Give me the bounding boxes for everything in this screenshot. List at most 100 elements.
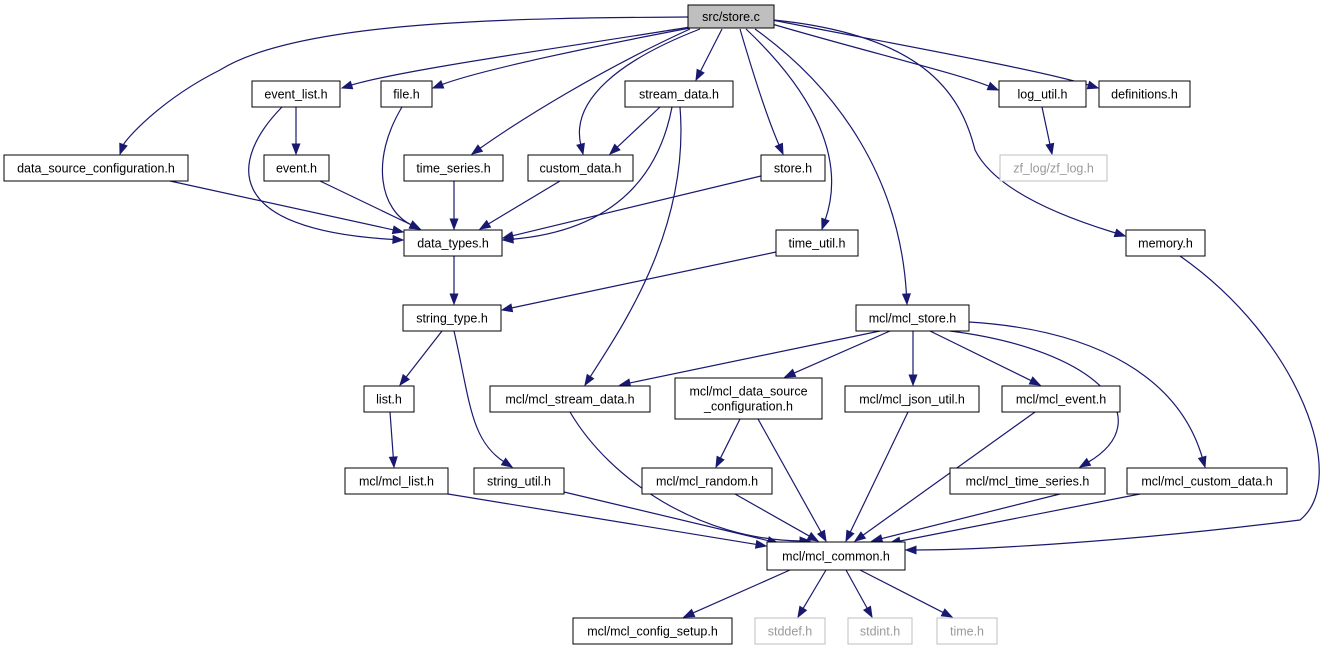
node-store-h[interactable]: store.h: [760, 154, 826, 182]
node-label: mcl/mcl_json_util.h: [859, 393, 965, 407]
edge-line: [861, 411, 1036, 537]
edge-line: [754, 28, 908, 296]
node-mcl-store-h[interactable]: mcl/mcl_store.h: [855, 304, 970, 332]
node-label: event.h: [276, 162, 317, 176]
node-mcl-json-util-h[interactable]: mcl/mcl_json_util.h: [844, 385, 980, 413]
node-label: file.h: [393, 88, 419, 102]
node-string-util-h[interactable]: string_util.h: [473, 467, 565, 495]
node-time-h: time.h: [936, 617, 998, 645]
edge-mcl_random_h-to-mcl_common_h: [734, 493, 820, 542]
node-src-store-c[interactable]: src/store.c: [687, 4, 775, 29]
node-label: string_type.h: [416, 312, 488, 326]
node-label: data_source_configuration.h: [17, 162, 175, 176]
edge-line: [771, 23, 990, 88]
node-mcl-list-h[interactable]: mcl/mcl_list.h: [344, 467, 449, 495]
edge-src_store_c-to-time_util_h: [745, 28, 833, 231]
node-mcl-stream-data-h[interactable]: mcl/mcl_stream_data.h: [489, 385, 651, 413]
arrowhead: [783, 368, 797, 378]
node-label: mcl/mcl_store.h: [869, 312, 957, 326]
edge-line: [745, 28, 833, 221]
arrowhead: [845, 529, 855, 543]
edge-line: [319, 180, 413, 226]
edge-line: [880, 493, 1061, 540]
edge-time_util_h-to-string_type_h: [500, 251, 777, 313]
edge-event_list_h-to-data_types_h: [248, 106, 405, 244]
node-label: event_list.h: [264, 88, 327, 102]
node-mcl-random-h[interactable]: mcl/mcl_random.h: [641, 467, 773, 495]
node-box: [3, 154, 189, 182]
edge-line: [1041, 106, 1051, 146]
edge-line: [453, 330, 505, 463]
edge-mcl_store_h-to-mcl_custom_data_h: [968, 321, 1207, 469]
node-definitions-h[interactable]: definitions.h: [1098, 80, 1191, 108]
node-zf-log-h: zf_log/zf_log.h: [999, 154, 1108, 182]
node-label: mcl/mcl_common.h: [782, 550, 890, 564]
node-box: [674, 377, 823, 420]
node-label: time.h: [950, 625, 984, 639]
node-label: stddef.h: [768, 625, 813, 639]
node-box: [855, 304, 970, 332]
arrowhead: [901, 293, 911, 306]
node-log-util-h[interactable]: log_util.h: [998, 80, 1087, 108]
node-box: [251, 80, 341, 108]
arrowhead: [399, 373, 411, 387]
edge-line: [929, 330, 1033, 382]
node-data-types-h[interactable]: data_types.h: [403, 229, 503, 257]
node-string-type-h[interactable]: string_type.h: [402, 304, 502, 332]
node-data-source-configuration-h[interactable]: data_source_configuration.h: [3, 154, 189, 182]
edge-log_util_h-to-zf_log_h: [1041, 106, 1055, 156]
node-mcl-time-series-h[interactable]: mcl/mcl_time_series.h: [949, 467, 1106, 495]
edge-line: [122, 16, 689, 146]
node-memory-h[interactable]: memory.h: [1125, 229, 1206, 257]
edge-line: [389, 411, 394, 459]
node-event-list-h[interactable]: event_list.h: [251, 80, 341, 108]
node-box: [1125, 229, 1206, 257]
edge-mcl_data_source_configuration_h-to-mcl_random_h: [715, 418, 741, 469]
node-box: [766, 541, 906, 571]
node-mcl-event-h[interactable]: mcl/mcl_event.h: [1001, 385, 1121, 413]
edge-stream_data_h-to-custom_data_h: [608, 106, 661, 155]
node-box: [402, 304, 502, 332]
edge-data_source_configuration_h-to-data_types_h: [169, 180, 405, 235]
arrowhead: [391, 225, 405, 235]
edge-mcl_custom_data_h-to-mcl_common_h: [888, 493, 1141, 546]
arrowhead: [392, 234, 405, 244]
node-custom-data-h[interactable]: custom_data.h: [527, 154, 634, 182]
edge-line: [478, 28, 691, 150]
edge-line: [447, 493, 758, 546]
edge-line: [563, 491, 770, 542]
node-label: mcl/mcl_stream_data.h: [505, 393, 634, 407]
arrowhead: [908, 374, 918, 387]
edge-src_store_c-to-stream_data_h: [695, 28, 723, 82]
node-label: time_util.h: [789, 237, 846, 251]
node-mcl-common-h[interactable]: mcl/mcl_common.h: [766, 541, 906, 571]
node-time-util-h[interactable]: time_util.h: [775, 229, 859, 257]
node-box: [473, 467, 565, 495]
node-label: mcl/mcl_list.h: [359, 475, 434, 489]
node-file-h[interactable]: file.h: [380, 80, 433, 108]
file-nodes: src/store.c event_list.h file.h stream_data…: [3, 4, 1288, 645]
edge-line: [771, 19, 1090, 86]
node-label: mcl/mcl_random.h: [656, 475, 758, 489]
node-stddef-h: stddef.h: [754, 617, 826, 645]
edge-mcl_event_h-to-mcl_common_h: [853, 411, 1036, 542]
node-label: list.h: [376, 393, 402, 407]
node-mcl-config-setup-h[interactable]: mcl/mcl_config_setup.h: [572, 617, 733, 645]
node-mcl-data-source-configuration-h[interactable]: mcl/mcl_data_source_configuration.h: [674, 377, 823, 420]
node-event-h[interactable]: event.h: [263, 154, 330, 182]
node-stream-data-h[interactable]: stream_data.h: [624, 80, 734, 108]
edge-line: [511, 175, 762, 237]
arrowhead: [1078, 457, 1092, 468]
arrowhead: [715, 455, 725, 469]
node-time-series-h[interactable]: time_series.h: [403, 154, 504, 182]
node-box: [754, 617, 826, 645]
node-mcl-custom-data-h[interactable]: mcl/mcl_custom_data.h: [1126, 467, 1288, 495]
edge-src_store_c-to-memory_h: [773, 19, 1127, 238]
edge-mcl_common_h-to-stddef_h: [797, 569, 827, 619]
node-list-h[interactable]: list.h: [363, 385, 415, 413]
node-box: [999, 154, 1108, 182]
edge-line: [578, 28, 701, 146]
arrowhead: [1113, 228, 1127, 238]
edge-line: [589, 106, 682, 378]
node-box: [489, 385, 651, 413]
